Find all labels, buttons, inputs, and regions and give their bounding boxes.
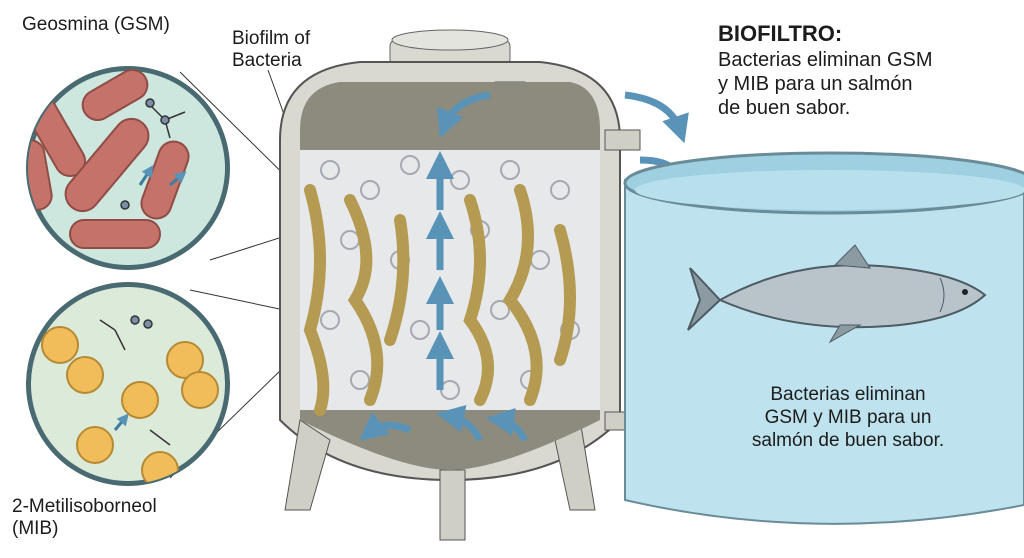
diagram-title: BIOFILTRO:: [718, 21, 843, 46]
subtitle-line-3: de buen sabor.: [718, 97, 851, 119]
molecule-icon: [120, 98, 186, 210]
biofilm-label: Biofilm of Bacteria: [232, 28, 310, 72]
subtitle-line-1: Bacterias eliminan GSM: [718, 49, 933, 71]
geosmin-label: Geosmina (GSM): [22, 14, 170, 36]
fish-tank: [623, 151, 1024, 525]
tank-caption: Bacterias eliminan GSM y MIB para un sal…: [728, 383, 968, 452]
biofilm-line-1: Biofilm of: [232, 28, 311, 49]
mib-line-2: (MIB): [12, 518, 59, 539]
filter-media: [300, 150, 600, 416]
subtitle-line-2: y MIB para un salmón: [718, 73, 913, 95]
salmon-icon: [687, 244, 987, 344]
geosmin-zoom-circle: [26, 66, 230, 270]
biofilm-line-2: Bacteria: [232, 50, 302, 71]
biofilter-vessel: [279, 29, 691, 541]
tank-caption-line-2: GSM y MIB para un: [764, 407, 932, 428]
mib-label: 2-Metilisoborneol (MIB): [12, 496, 157, 540]
mib-line-1: 2-Metilisoborneol: [12, 496, 157, 517]
biofilm: [303, 184, 576, 416]
mib-zoom-circle: [26, 282, 230, 486]
tank-caption-line-1: Bacterias eliminan: [770, 384, 926, 405]
mib-molecule-spheres: [41, 326, 219, 484]
tank-caption-line-3: salmón de buen sabor.: [751, 430, 945, 451]
geosmin-text: Geosmina (GSM): [22, 14, 170, 35]
diagram-subtitle: Bacterias eliminan GSM y MIB para un sal…: [718, 48, 933, 120]
